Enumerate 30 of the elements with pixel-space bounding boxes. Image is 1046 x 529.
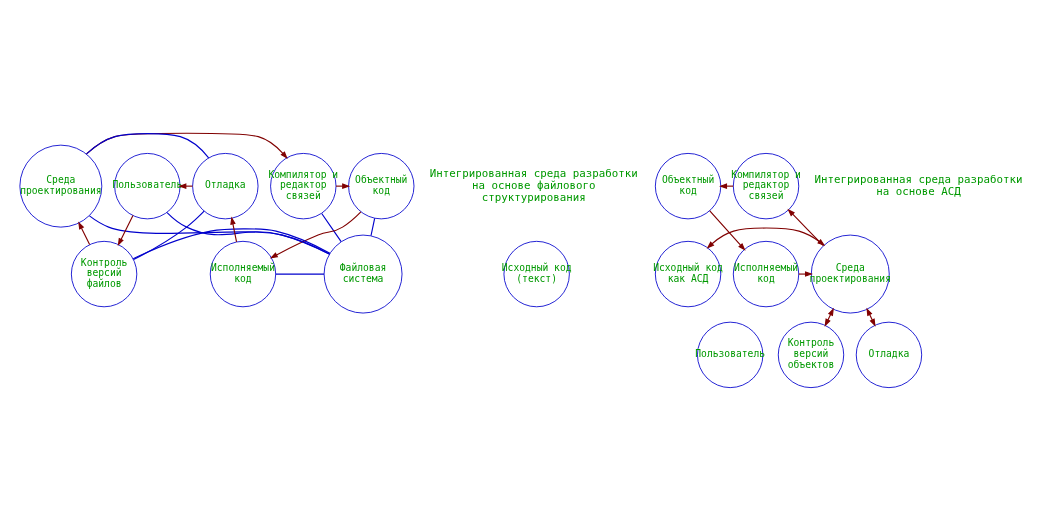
label: Интегрированная среда разработки на основе файлового структурирования xyxy=(429,166,638,204)
arrow xyxy=(269,210,362,258)
node-circle: Объектный код xyxy=(654,152,722,219)
connector xyxy=(85,132,210,158)
node-circle: Объектный код xyxy=(348,152,415,219)
arrow xyxy=(824,307,834,327)
label: Интегрированная среда разработки на основе АСД xyxy=(814,172,1023,198)
node-circle: Отладка xyxy=(192,152,259,219)
arrow xyxy=(719,182,734,189)
node-circle: Контроль версий файлов xyxy=(70,240,138,307)
connector xyxy=(133,210,205,260)
arrow xyxy=(230,216,238,242)
arrow xyxy=(117,214,134,246)
connector xyxy=(321,212,342,242)
arrow xyxy=(335,182,351,189)
arrow xyxy=(866,307,876,327)
connector xyxy=(370,217,376,236)
arrow xyxy=(798,270,813,277)
connector xyxy=(132,227,331,259)
arrow xyxy=(178,182,194,189)
node-circle: Исходный код (текст) xyxy=(503,240,570,307)
arrow xyxy=(709,209,746,251)
node-circle: Файловая система xyxy=(323,234,403,313)
arrow xyxy=(787,208,824,246)
arrow xyxy=(706,227,826,249)
connector xyxy=(166,211,331,255)
connector xyxy=(275,273,325,275)
arrow xyxy=(78,220,91,245)
node-circle: Отладка xyxy=(855,321,923,388)
node-circle: Контроль версий объектов xyxy=(777,321,845,388)
